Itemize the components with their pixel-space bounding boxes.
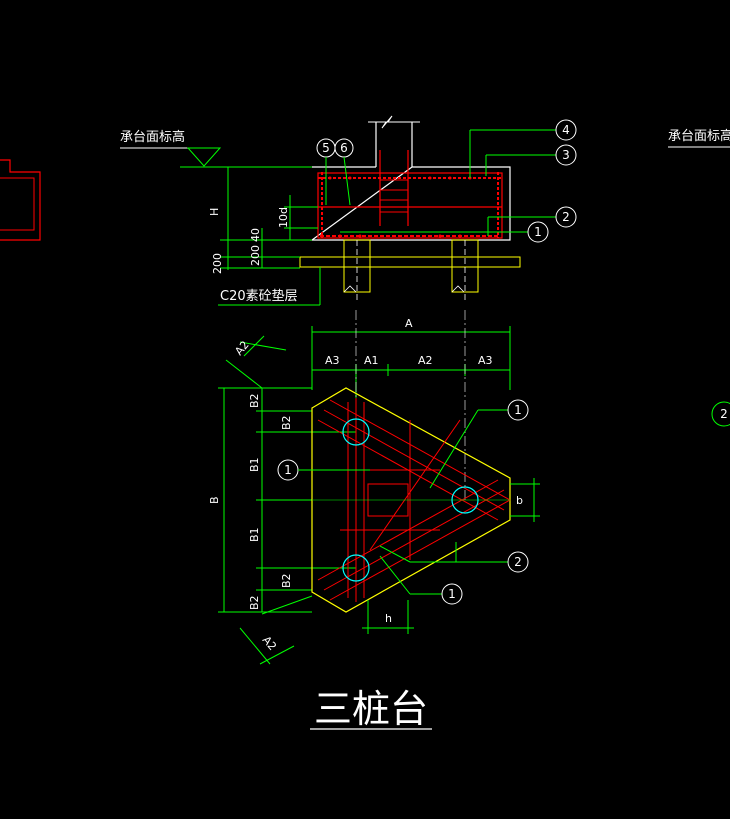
cap-top-elev-label: 承台面标高	[120, 129, 185, 145]
dim-A2-diag-bottom: A2	[260, 634, 279, 653]
callout-2-plan: 2	[514, 555, 522, 569]
callout-6: 6	[340, 141, 348, 155]
section-dimensions	[220, 167, 318, 270]
drawing-title-group: 三桩台	[310, 687, 432, 731]
callout-1-plan-top: 1	[514, 403, 522, 417]
dim-B2-bot-outer: B2	[248, 595, 261, 610]
cap-top-elev-label-right: 承台面标高	[668, 128, 730, 144]
drawing-title: 三桩台	[314, 687, 428, 731]
callout-3: 3	[562, 148, 570, 162]
dim-h: h	[385, 612, 392, 625]
pile-left	[343, 239, 371, 293]
plan-view: A A3 A1 A2 A3 A2 A2 B B2 B2 B1 B1 B2	[208, 310, 540, 665]
left-partial-detail	[0, 159, 41, 241]
callout-5: 5	[322, 141, 330, 155]
dim-200-a: 200	[249, 245, 262, 266]
dim-A3-left: A3	[325, 354, 340, 367]
plan-rebar	[317, 398, 511, 602]
dim-B: B	[208, 496, 221, 504]
dim-200-b: 200	[211, 253, 224, 274]
pile-plan-bottom	[342, 554, 370, 582]
callout-circle-4	[555, 119, 577, 141]
callout-2-right-edge: 2	[720, 407, 728, 421]
pile-plan-right	[451, 486, 479, 514]
rebar-cage	[317, 172, 503, 239]
dim-A2: A2	[418, 354, 433, 367]
callout-circle-3	[555, 144, 577, 166]
cap-outline	[310, 166, 511, 241]
callout-circle-2-section	[555, 206, 577, 228]
dim-b: b	[516, 494, 523, 507]
cushion-layer	[299, 256, 521, 268]
cushion-label: C20素砼垫层	[220, 288, 298, 304]
dim-B1-upper: B1	[248, 457, 261, 472]
callout-circle-1-plan-top	[507, 399, 529, 421]
dim-B2-top-outer: B2	[248, 393, 261, 408]
callout-4: 4	[562, 123, 570, 137]
right-partial-detail: 承台面标高 2	[668, 128, 730, 427]
pile-right	[451, 239, 479, 293]
plan-cap-outline	[311, 387, 511, 613]
column-break	[368, 115, 420, 129]
dim-H: H	[208, 208, 221, 216]
callout-circle-2-plan	[507, 551, 529, 573]
callout-2-section: 2	[562, 210, 570, 224]
column-outline	[375, 122, 413, 167]
dim-A2-diag-top: A2	[232, 338, 251, 357]
callout-1-plan-left: 1	[284, 463, 292, 477]
elevation-triangle	[186, 147, 222, 167]
callout-circle-1-section	[527, 221, 549, 243]
dim-B2-top-inner: B2	[280, 415, 293, 430]
section-view: 承台面标高	[120, 115, 577, 306]
dim-B1-lower: B1	[248, 527, 261, 542]
dim-40: 40	[249, 228, 262, 242]
callout-circle-right-edge	[711, 401, 730, 427]
callout-1-plan-bottom: 1	[448, 587, 456, 601]
dim-A1: A1	[364, 354, 379, 367]
callout-1-section: 1	[534, 225, 542, 239]
dim-A3-right: A3	[478, 354, 493, 367]
dim-10d: 10d	[277, 207, 290, 228]
pile-plan-top	[342, 418, 370, 446]
callout-circle-1-plan-bottom	[441, 583, 463, 605]
dim-B2-bot-inner: B2	[280, 573, 293, 588]
plan-top-dimensions	[311, 326, 511, 430]
dim-A: A	[405, 317, 413, 330]
